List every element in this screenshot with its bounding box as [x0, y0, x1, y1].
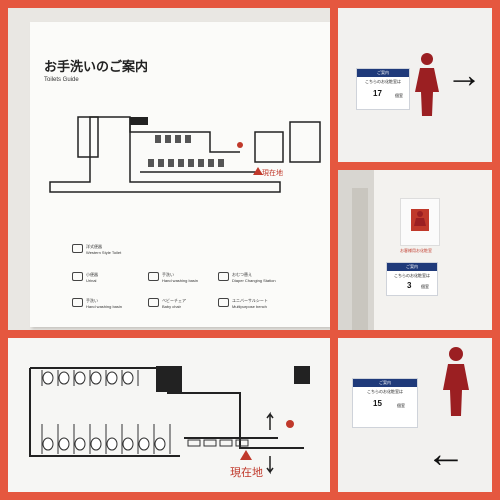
legend-sub: Baby chair [162, 304, 181, 309]
woman-icon [237, 142, 243, 148]
arrow-left-icon: ← [426, 432, 466, 476]
urinal-icon [72, 272, 83, 281]
legend-label: ユニバーサルシート [232, 298, 268, 303]
here-label: 現在地 [230, 467, 263, 479]
guide-board: お手洗いのご案内 Toilets Guide 現 [30, 22, 330, 327]
legend-label: 手洗い [86, 298, 98, 303]
floor-plan-closeup: 現在地 [8, 338, 330, 492]
woman-pictogram-icon [443, 347, 469, 416]
legend-label: 手洗い [162, 272, 174, 277]
here-label: 現在地 [262, 170, 283, 177]
stall-count-sign: ご案内 こちらのお化粧室は 15 個室 [352, 378, 418, 428]
sign-line: こちらのお化粧室は [394, 273, 430, 278]
legend-sub: Diaper Changing Station [232, 278, 276, 283]
sign-header: ご案内 [353, 379, 417, 387]
stall-count: 17 [373, 89, 382, 98]
sign-header: ご案内 [357, 69, 409, 77]
woman-pictogram-icon [415, 53, 439, 116]
sink-icon [72, 298, 83, 307]
baby-chair-icon [148, 298, 159, 307]
woman-pictogram-icon [411, 209, 429, 231]
board-title: お手洗いのご案内 [44, 59, 149, 74]
floor-plan-closeup-drawing [29, 366, 310, 475]
sign-line: こちらのお化粧室は [365, 79, 401, 84]
sign-left-photo: ご案内 こちらのお化粧室は 15 個室 ← [338, 338, 492, 492]
universal-sheet-icon [218, 298, 229, 307]
western-toilet-icon [72, 244, 83, 253]
arrow-down-icon [266, 456, 274, 475]
stall-count: 3 [407, 281, 412, 290]
legend-sub: Western Style Toilet [86, 250, 122, 255]
here-marker-icon [253, 167, 263, 175]
legend-sub: Urinal [86, 278, 97, 283]
stall-count-sign: ご案内 こちらのお化粧室は 3 個室 [386, 262, 438, 296]
guide-board-photo: お手洗いのご案内 Toilets Guide 現 [8, 8, 330, 330]
legend-label: 洋式便器 [86, 244, 102, 249]
sign-line: こちらのお化粧室は [367, 389, 403, 394]
restroom-plate-text: お客様用お化粧室 [400, 248, 432, 253]
stall-count-sign: ご案内 こちらのお化粧室は 17 個室 [356, 68, 410, 110]
stall-unit: 個室 [397, 403, 405, 408]
legend-sub: Hand washing basin [162, 278, 199, 283]
stall-unit: 個室 [395, 93, 403, 98]
arrow-up-icon [266, 411, 274, 430]
hand-wash-icon [148, 272, 159, 281]
board-floor-plan [49, 116, 321, 193]
legend-sub: Hand washing basin [86, 304, 123, 309]
diaper-station-icon [218, 272, 229, 281]
stall-unit: 個室 [421, 284, 429, 289]
woman-icon [286, 420, 294, 428]
stall-count: 15 [373, 399, 382, 408]
arrow-right-icon: → [446, 54, 482, 95]
sign-right-photo: ご案内 こちらのお化粧室は 17 個室 → [338, 8, 492, 162]
legend-label: 小便器 [86, 272, 98, 277]
restroom-plate [400, 198, 440, 246]
sign-header: ご案内 [387, 263, 437, 271]
legend-label: おむつ替え [232, 272, 252, 277]
legend-label: ベビーチェア [162, 298, 186, 303]
door-frame [352, 188, 368, 330]
here-marker-icon [240, 450, 252, 460]
board-subtitle: Toilets Guide [44, 77, 79, 83]
sign-middle-photo: お客様用お化粧室 ご案内 こちらのお化粧室は 3 個室 [338, 170, 492, 330]
legend-sub: Multipurpose bench [232, 304, 267, 309]
